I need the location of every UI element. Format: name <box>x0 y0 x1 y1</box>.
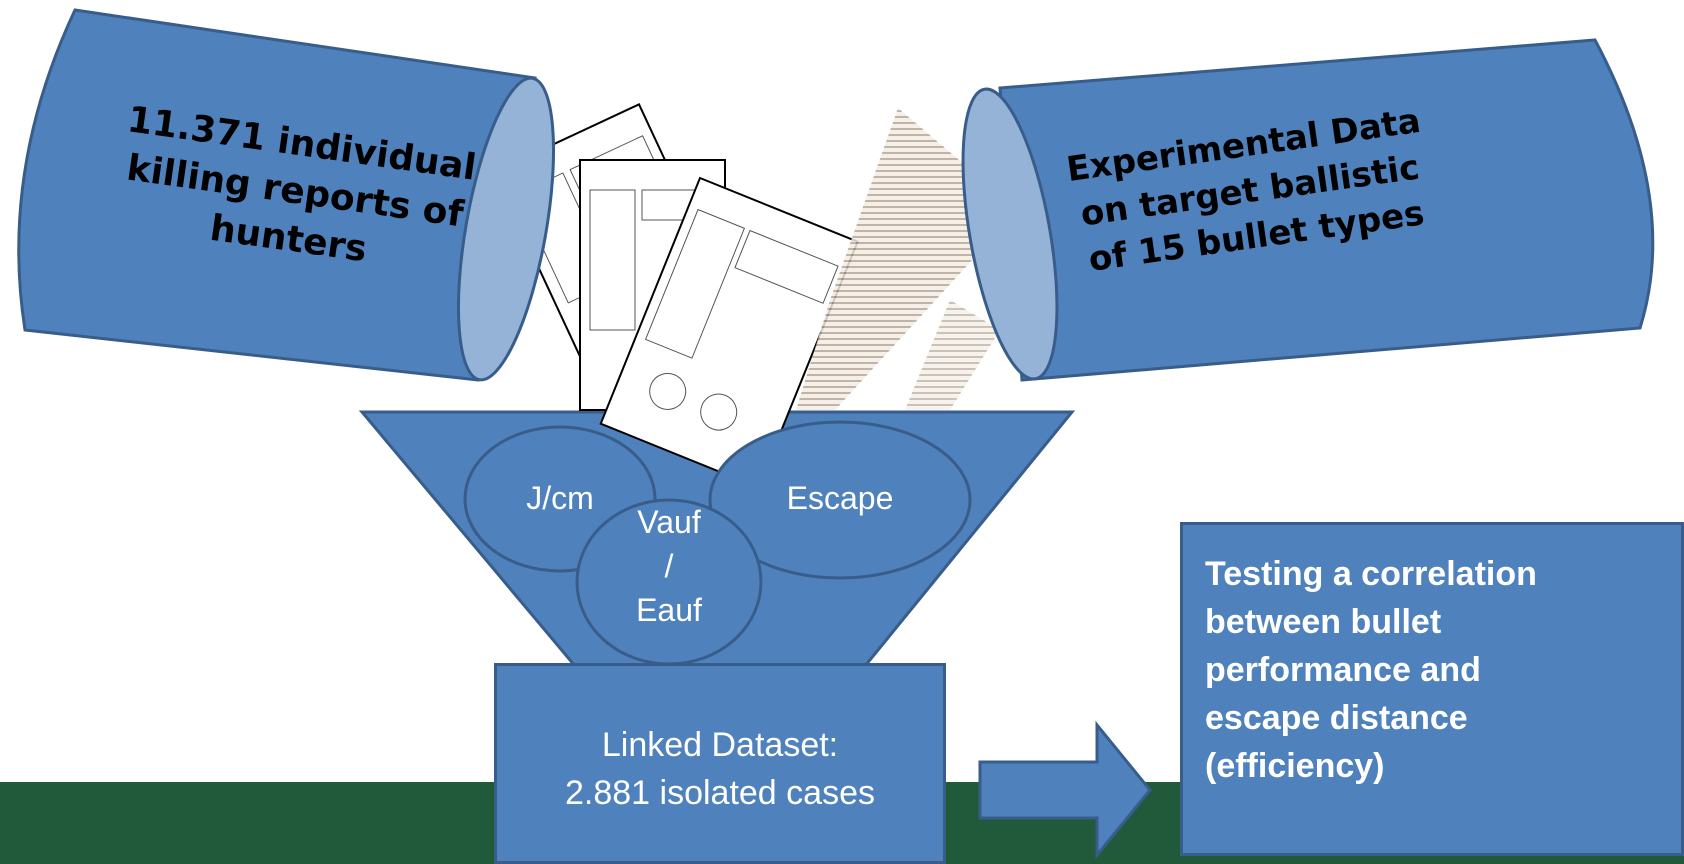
killing-report-sheets <box>492 103 859 489</box>
jcm-label: J/cm <box>526 480 594 516</box>
vauf-eauf-label: Vauf / Eauf <box>636 504 702 628</box>
right-source-cylinder <box>961 38 1655 382</box>
right-arrow <box>978 720 1152 860</box>
escape-label: Escape <box>786 480 894 516</box>
linked-dataset-box: Linked Dataset: 2.881 isolated cases <box>494 663 946 864</box>
left-source-cylinder <box>17 8 556 382</box>
escape-ellipse <box>708 420 972 580</box>
correlation-result-box: Testing a correlation between bullet per… <box>1180 522 1684 856</box>
